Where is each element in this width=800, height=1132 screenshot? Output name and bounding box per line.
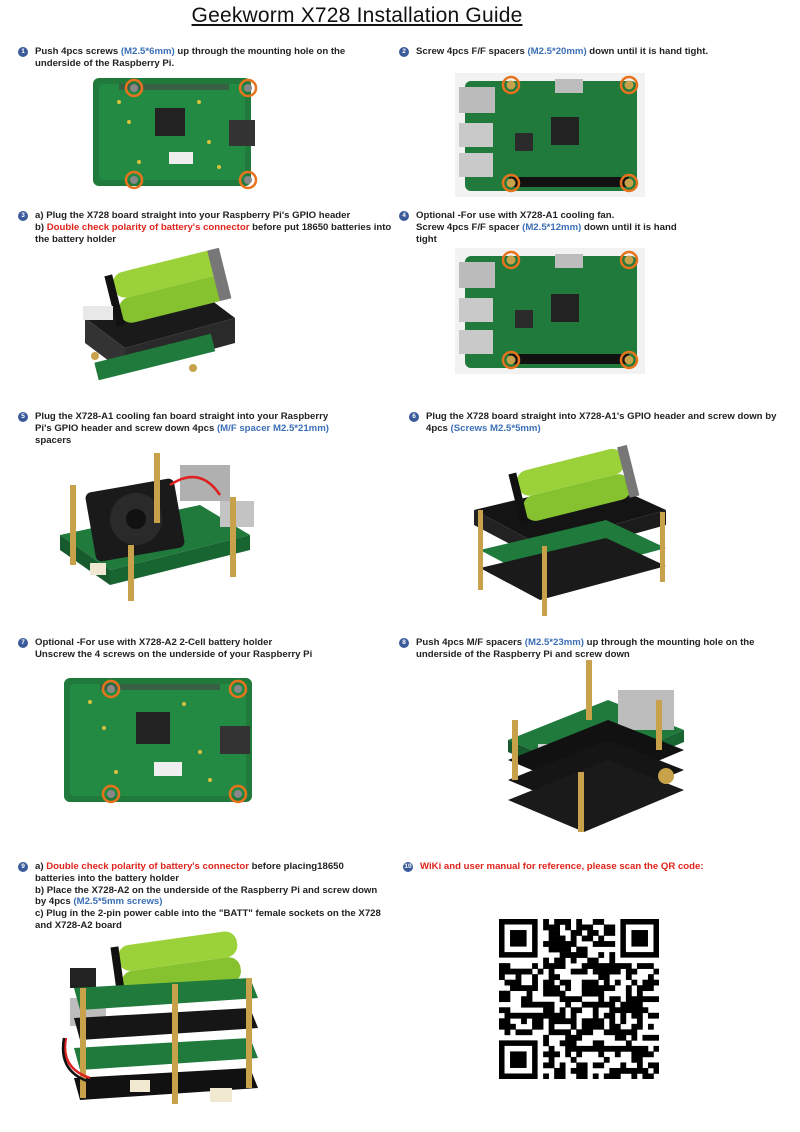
step-text: Optional -For use with X728-A1 cooling f… <box>416 210 615 221</box>
step-text: b) Place the X728-A2 on the underside of… <box>35 884 378 896</box>
x728-a2-full-stack-photo <box>60 928 270 1118</box>
step-text: before put 18650 batteries into <box>249 221 392 233</box>
cooling-fan-board-photo <box>50 445 260 605</box>
step-number-badge: 6 <box>409 412 419 422</box>
step-text: a) <box>35 861 47 872</box>
x728-battery-board-photo <box>75 248 245 388</box>
step-text: tight <box>416 233 437 245</box>
step-number-badge: 5 <box>18 412 28 422</box>
step-3: 3 a) Plug the X728 board straight into yo… <box>18 210 391 246</box>
wiki-qr-code[interactable] <box>499 919 660 1080</box>
step-text: up through the mounting hole on the <box>583 637 755 648</box>
step-number-badge: 7 <box>18 638 28 648</box>
step-text-line: tight <box>416 234 677 246</box>
page-title: Geekworm X728 Installation Guide <box>191 4 523 27</box>
step-10: 10 WiKi and user manual for reference, pl… <box>403 861 704 873</box>
step-text-line: Plug the X728-A1 cooling fan board strai… <box>35 411 329 423</box>
pi-topside-spacers-20mm-photo <box>455 73 645 197</box>
step-text: the battery holder <box>35 233 117 245</box>
step-number-badge: 3 <box>18 211 28 221</box>
spec-highlight: (M2.5*5mm screws) <box>73 896 163 908</box>
step-text-line: Unscrew the 4 screws on the underside of… <box>35 649 312 661</box>
pi-topside-spacers-12mm-photo <box>455 248 645 374</box>
step-text: and X728-A2 board <box>35 919 122 931</box>
step-7: 7 Optional -For use with X728-A2 2-Cell b… <box>18 637 312 661</box>
step-text-line: Screw 4pcs F/F spacers (M2.5*20mm) down … <box>416 46 708 58</box>
step-number-badge: 4 <box>399 211 409 221</box>
step-text: 4pcs <box>426 422 451 434</box>
step-text-line: and X728-A2 board <box>35 920 381 932</box>
step-text: Screw 4pcs F/F spacer <box>416 221 523 233</box>
step-text-line: c) Plug in the 2-pin power cable into th… <box>35 908 381 920</box>
step-number-badge: 9 <box>18 862 28 872</box>
pi-with-long-spacers-photo <box>498 660 690 836</box>
step-5: 5 Plug the X728-A1 cooling fan board stra… <box>18 411 329 447</box>
step-text-line: 4pcs (Screws M2.5*5mm) <box>426 423 776 435</box>
step-text-line: Optional -For use with X728-A1 cooling f… <box>416 210 677 222</box>
step-number-badge: 2 <box>399 47 409 57</box>
step-text-line: Push 4pcs screws (M2.5*6mm) up through t… <box>35 46 345 58</box>
step-text: c) Plug in the 2-pin power cable into th… <box>35 908 381 920</box>
step-number-badge: 1 <box>18 47 28 57</box>
step-8: 8 Push 4pcs M/F spacers (M2.5*23mm) up th… <box>399 637 755 661</box>
step-text: a) Plug the X728 board straight into you… <box>35 210 351 221</box>
spec-highlight: (M2.5*20mm) <box>527 46 587 57</box>
step-text: underside of the Raspberry Pi. <box>35 57 175 69</box>
step-text-line: the battery holder <box>35 234 391 246</box>
step-text-line: WiKi and user manual for reference, plea… <box>420 861 704 873</box>
step-text-line: a) Double check polarity of battery's co… <box>35 861 381 873</box>
spec-highlight: (M2.5*23mm) <box>524 637 584 648</box>
step-text-line: by 4pcs (M2.5*5mm screws) <box>35 896 381 908</box>
step-text-line: Push 4pcs M/F spacers (M2.5*23mm) up thr… <box>416 637 755 649</box>
spec-highlight: (Screws M2.5*5mm) <box>450 422 541 434</box>
step-number-badge: 8 <box>399 638 409 648</box>
step-text-line: b) Place the X728-A2 on the underside of… <box>35 885 381 897</box>
qr-code-graphic <box>499 919 660 1080</box>
step-text-line: Plug the X728 board straight into X728-A… <box>426 411 776 423</box>
step-text: Plug the X728-A1 cooling fan board strai… <box>35 411 329 422</box>
step-9: 9 a) Double check polarity of battery's c… <box>18 861 381 932</box>
step-text: Optional -For use with X728-A2 2-Cell ba… <box>35 637 273 648</box>
step-text-line: underside of the Raspberry Pi. <box>35 58 345 70</box>
warning-highlight: WiKi and user manual for reference, plea… <box>420 861 704 872</box>
step-text: batteries into the battery holder <box>35 872 179 884</box>
step-2: 2 Screw 4pcs F/F spacers (M2.5*20mm) down… <box>399 46 708 58</box>
step-text: down until it is hand <box>581 221 677 233</box>
step-text-line: underside of the Raspberry Pi and screw … <box>416 649 755 661</box>
step-text: b) <box>35 221 47 233</box>
step-text-line: Optional -For use with X728-A2 2-Cell ba… <box>35 637 312 649</box>
step-1: 1 Push 4pcs screws (M2.5*6mm) up through … <box>18 46 345 70</box>
warning-highlight: Double check polarity of battery's conne… <box>46 861 249 872</box>
x728-on-fan-stack-photo <box>470 440 670 620</box>
pi-underside-screws-photo <box>89 72 261 192</box>
step-number-badge: 10 <box>403 862 413 872</box>
step-text-line: batteries into the battery holder <box>35 873 381 885</box>
step-text-line: Pi's GPIO header and screw down 4pcs (M/… <box>35 423 329 435</box>
spec-highlight: (M2.5*6mm) <box>120 46 175 57</box>
step-text: Push 4pcs M/F spacers <box>416 637 525 648</box>
step-4: 4 Optional -For use with X728-A1 cooling … <box>399 210 677 246</box>
spec-highlight: (M2.5*12mm) <box>522 221 582 233</box>
step-text: Unscrew the 4 screws on the underside of… <box>35 648 313 660</box>
step-6: 6 Plug the X728 board straight into X728-… <box>409 411 776 435</box>
pi-underside-unscrew-photo <box>60 672 256 808</box>
step-text-line: Screw 4pcs F/F spacer (M2.5*12mm) down u… <box>416 222 677 234</box>
step-text: Push 4pcs screws <box>35 46 121 57</box>
step-text: underside of the Raspberry Pi and screw … <box>416 648 630 660</box>
step-text: Pi's GPIO header and screw down 4pcs <box>35 422 217 434</box>
step-text-line: spacers <box>35 435 329 447</box>
step-text: before placing18650 <box>248 861 344 872</box>
step-text: up through the mounting hole on the <box>174 46 346 57</box>
step-text: Screw 4pcs F/F spacers <box>416 46 528 57</box>
spec-highlight: (M/F spacer M2.5*21mm) <box>216 422 329 434</box>
step-text-line: a) Plug the X728 board straight into you… <box>35 210 391 222</box>
warning-highlight: Double check polarity of battery's conne… <box>46 221 250 233</box>
step-text: spacers <box>35 434 72 446</box>
step-text-line: b) Double check polarity of battery's co… <box>35 222 391 234</box>
step-text: Plug the X728 board straight into X728-A… <box>426 411 777 422</box>
step-text: by 4pcs <box>35 896 74 908</box>
step-text: down until it is hand tight. <box>586 46 709 57</box>
